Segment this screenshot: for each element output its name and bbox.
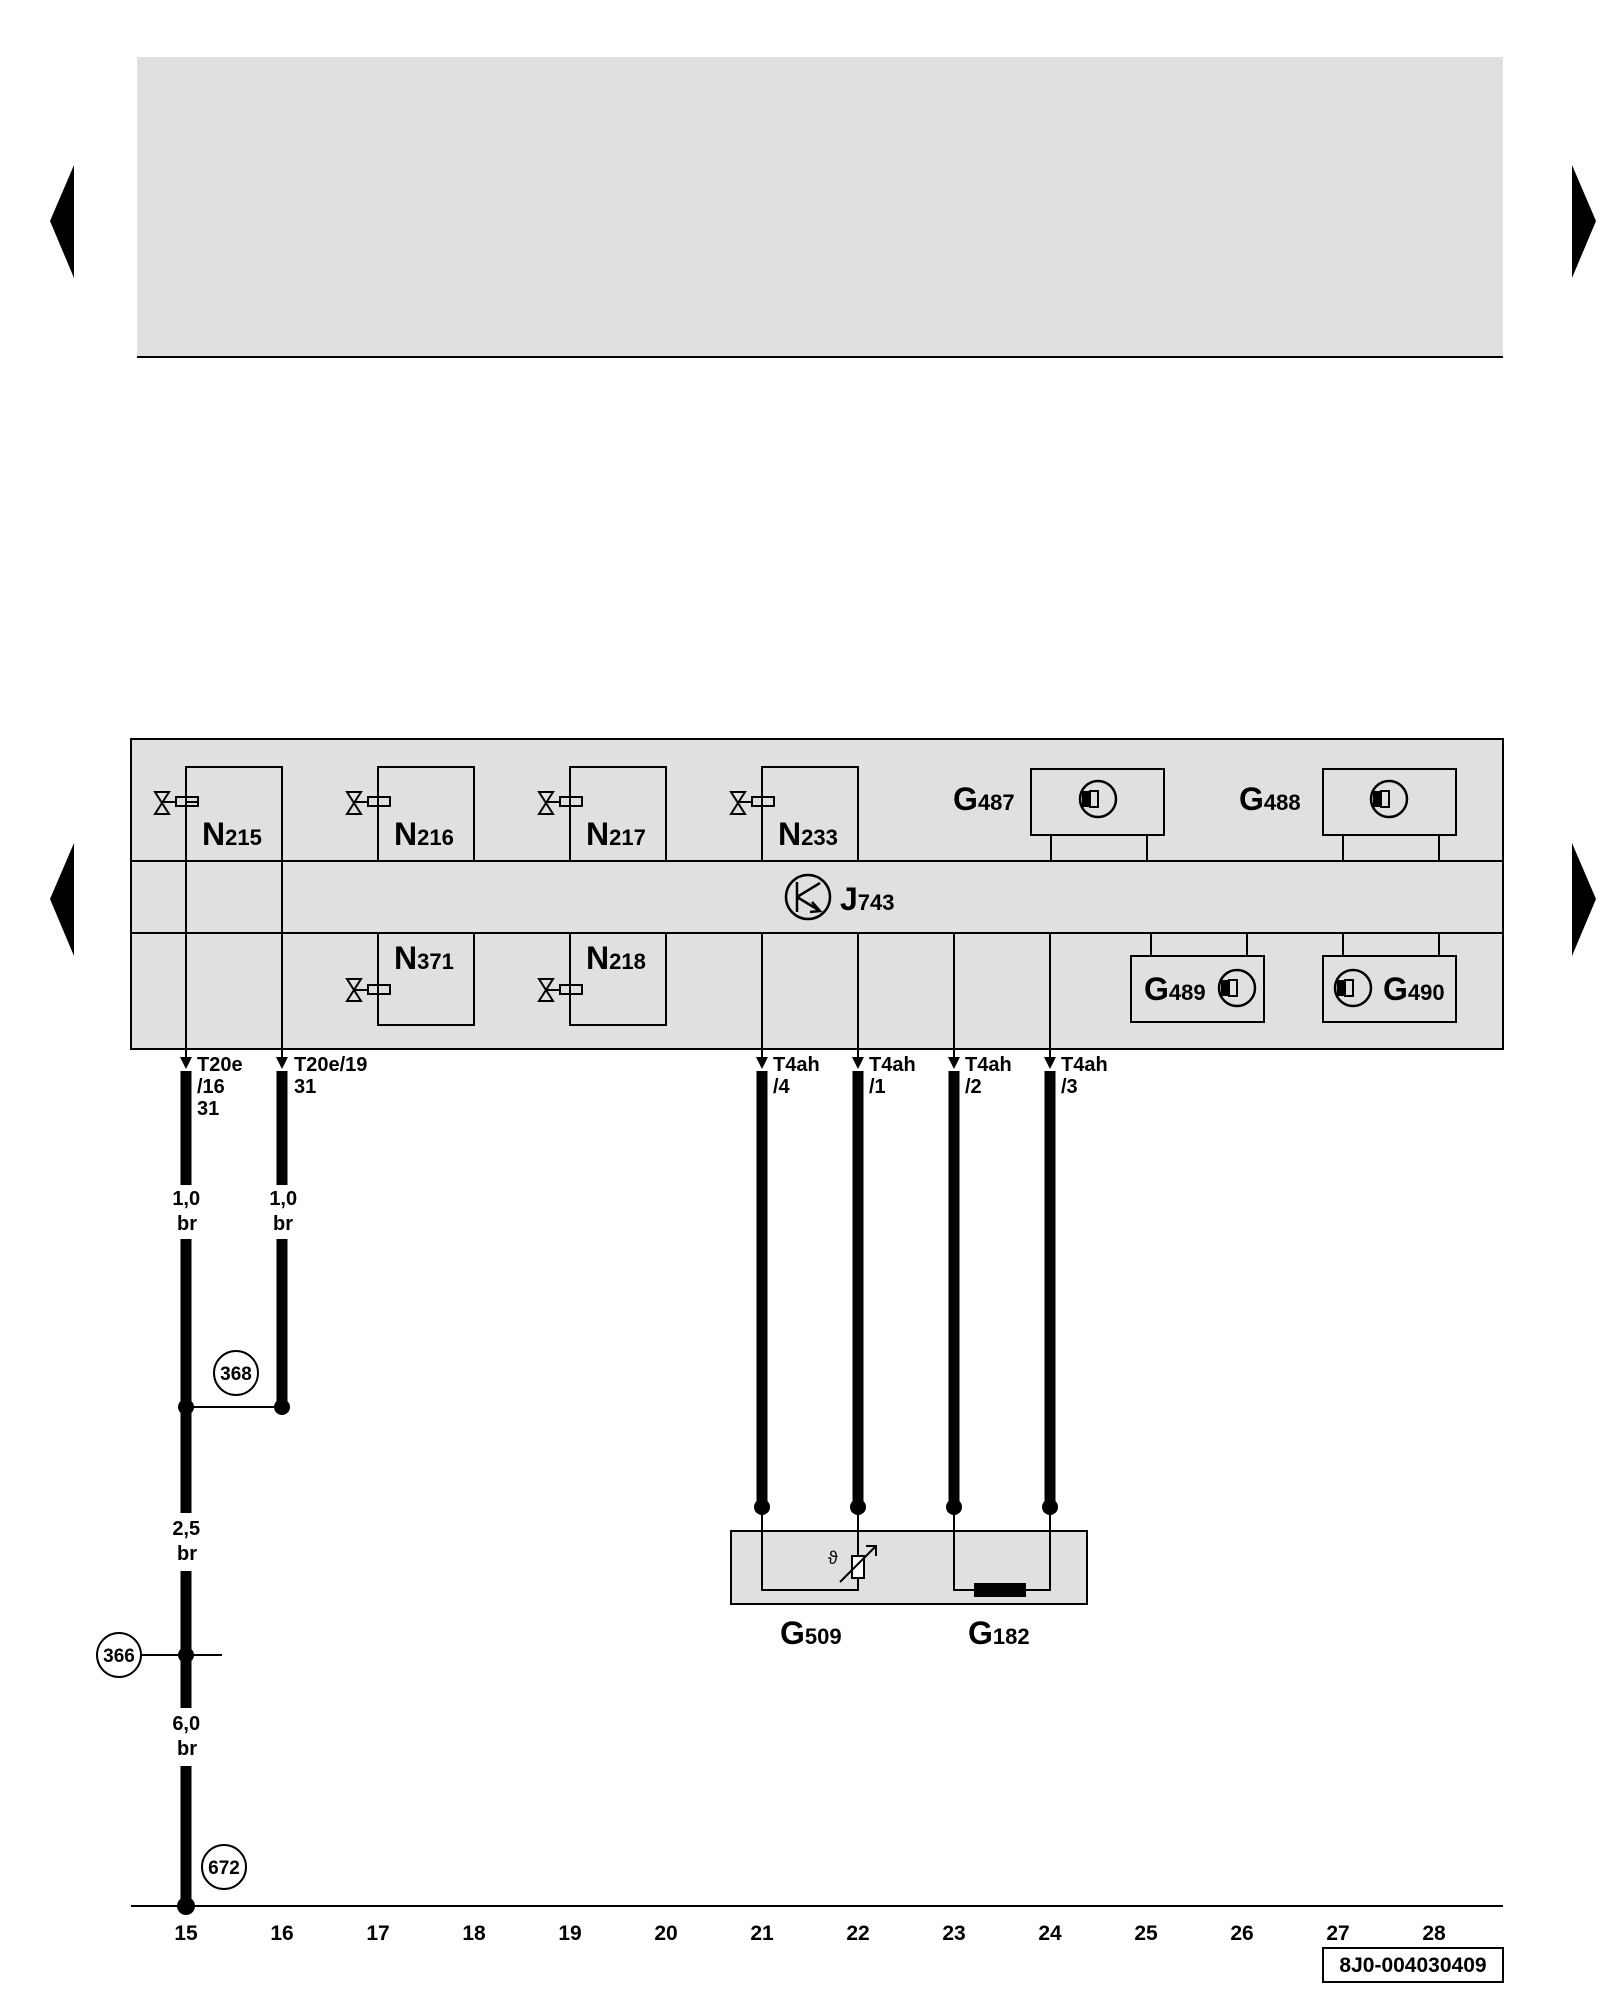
g182-label: G182 (968, 1615, 1030, 1651)
g490-sensor: G490 (1322, 933, 1457, 1023)
svg-text:G490: G490 (1383, 971, 1445, 1007)
g487-sensor: G487 (953, 768, 1165, 861)
wire-spec-w15b: 2,5 br (172, 1518, 205, 1565)
connector-label-c15: T20e /16 31 (197, 1054, 248, 1120)
svg-text:G489: G489 (1144, 971, 1206, 1007)
connector-label-c22: T4ah /1 (869, 1054, 921, 1098)
column-number-26: 26 (1230, 1922, 1253, 1945)
column-numbers: 15 16 17 18 19 20 21 22 23 24 25 26 27 28 (174, 1922, 1446, 1945)
column-number-18: 18 (462, 1922, 486, 1945)
valve-icon (345, 791, 363, 815)
next-page-arrow-bottom[interactable] (1572, 843, 1596, 956)
column-number-15: 15 (174, 1922, 198, 1945)
prev-page-arrow-bottom[interactable] (50, 843, 74, 956)
svg-text:672: 672 (208, 1858, 240, 1879)
svg-text:N216: N216 (394, 816, 454, 852)
upper-panel (137, 57, 1503, 358)
wire-spec-w16a: 1,0 br (269, 1188, 302, 1235)
column-number-22: 22 (846, 1922, 869, 1945)
n216-valve: N216 (345, 766, 475, 862)
hall-sensor-icon (1369, 779, 1409, 819)
j743-letter: J (840, 881, 858, 917)
g489-sensor: G489 (1130, 933, 1265, 1023)
ground-ref-368: 368 (213, 1350, 259, 1396)
wire-spec-w15c: 6,0 br (172, 1713, 205, 1760)
valve-icon (345, 978, 363, 1002)
mechatronic-unit-j743: J743 (784, 873, 895, 921)
column-number-23: 23 (942, 1922, 965, 1945)
svg-text:J743: J743 (840, 881, 895, 917)
sensor-module: ϑ G509 G182 (730, 1507, 1088, 1651)
column-number-27: 27 (1326, 1922, 1349, 1945)
ground-ref-672: 672 (201, 1844, 247, 1890)
hall-sensor-icon (1078, 779, 1118, 819)
sensor-wires (756, 1071, 1056, 1507)
connector-label-c23: T4ah /2 (965, 1054, 1017, 1098)
svg-text:G488: G488 (1239, 781, 1301, 817)
next-page-arrow-top[interactable] (1572, 165, 1596, 278)
connector-label-c24: T4ah /3 (1061, 1054, 1113, 1098)
valve-icon (729, 791, 747, 815)
j743-number: 743 (858, 890, 895, 915)
g488-sensor: G488 (1239, 768, 1457, 861)
n233-valve: N233 (729, 766, 859, 862)
n217-valve: N217 (537, 766, 667, 862)
resistor-icon (974, 1583, 1026, 1597)
column-number-28: 28 (1422, 1922, 1446, 1945)
valve-icon (537, 978, 555, 1002)
column-number-25: 25 (1134, 1922, 1158, 1945)
hall-sensor-icon (1217, 968, 1257, 1008)
svg-text:N233: N233 (778, 816, 838, 852)
internal-leads (185, 861, 1051, 1049)
prev-page-arrow-top[interactable] (50, 165, 74, 278)
electronics-icon (784, 873, 832, 921)
column-number-17: 17 (366, 1922, 389, 1945)
drawing-id-box: 8J0-004030409 (1322, 1947, 1504, 1983)
svg-text:366: 366 (103, 1646, 135, 1667)
svg-text:N215: N215 (202, 816, 262, 852)
hall-sensor-icon (1333, 968, 1373, 1008)
column-number-21: 21 (750, 1922, 774, 1945)
valve-icon (537, 791, 555, 815)
column-number-24: 24 (1038, 1922, 1062, 1945)
connector-label-c21: T4ah /4 (773, 1054, 825, 1098)
svg-text:368: 368 (220, 1364, 252, 1385)
connector-pins (180, 1049, 1056, 1069)
column-number-20: 20 (654, 1922, 677, 1945)
n218-valve: N218 (537, 932, 667, 1026)
column-number-16: 16 (270, 1922, 293, 1945)
svg-text:N371: N371 (394, 940, 454, 976)
connector-label-c16: T20e/19 31 (294, 1054, 373, 1098)
svg-text:N218: N218 (586, 940, 646, 976)
valve-icon (153, 791, 171, 815)
ground-ref-366: 366 (96, 1632, 222, 1678)
wire-spec-w15a: 1,0 br (172, 1188, 205, 1235)
svg-text:N217: N217 (586, 816, 646, 852)
svg-text:ϑ: ϑ (828, 1548, 838, 1568)
drawing-id: 8J0-004030409 (1339, 1954, 1486, 1977)
svg-text:G487: G487 (953, 781, 1015, 817)
column-number-19: 19 (558, 1922, 581, 1945)
transistor-symbol (795, 881, 823, 914)
thermistor-icon: ϑ (828, 1545, 877, 1583)
n371-valve: N371 (345, 932, 475, 1026)
n215-valve: N215 (153, 766, 283, 862)
g509-label: G509 (780, 1615, 842, 1651)
